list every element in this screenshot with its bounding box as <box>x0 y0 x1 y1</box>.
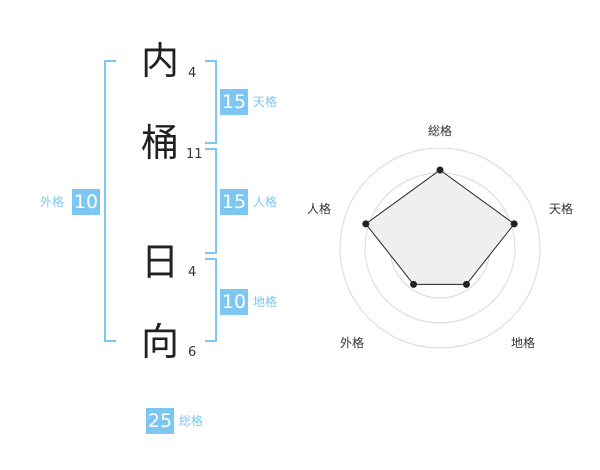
soukaku-value: 25 <box>146 408 174 434</box>
jinkaku-value: 15 <box>220 189 248 215</box>
tenkaku-bracket <box>205 60 217 144</box>
stroke-count-1: 4 <box>188 66 197 81</box>
chikaku-label: 地格 <box>253 295 278 309</box>
radar-label-soukaku: 総格 <box>428 124 453 138</box>
radar-point-1 <box>510 220 518 228</box>
gaikaku-bracket <box>104 60 116 342</box>
chikaku-bracket <box>205 258 217 342</box>
name-char-1: 内 <box>141 39 180 83</box>
radar-point-0 <box>436 166 444 174</box>
radar-label-gaikaku: 外格 <box>340 336 365 350</box>
radar-chart <box>339 147 541 349</box>
tenkaku-value: 15 <box>220 89 248 115</box>
radar-points <box>362 166 518 288</box>
gaikaku-value: 10 <box>72 189 100 215</box>
radar-point-3 <box>410 280 418 288</box>
stroke-count-2: 11 <box>186 147 203 162</box>
stroke-count-4: 6 <box>188 345 197 360</box>
radar-label-chikaku: 地格 <box>511 336 536 350</box>
radar-shape <box>365 169 515 285</box>
radar-point-2 <box>462 280 470 288</box>
tenkaku-label: 天格 <box>253 95 278 109</box>
jinkaku-label: 人格 <box>253 195 278 209</box>
radar-ring-4 <box>339 147 541 349</box>
chikaku-value: 10 <box>220 289 248 315</box>
name-char-3: 日 <box>141 240 180 284</box>
name-char-4: 向 <box>141 320 180 364</box>
soukaku-label: 総格 <box>179 414 204 428</box>
stroke-count-3: 4 <box>188 265 197 280</box>
radar-label-jinkaku: 人格 <box>307 202 332 216</box>
gaikaku-label: 外格 <box>40 195 65 209</box>
name-char-2: 桶 <box>141 121 180 165</box>
radar-point-4 <box>362 220 370 228</box>
jinkaku-bracket <box>205 148 217 254</box>
radar-label-tenkaku: 天格 <box>549 202 574 216</box>
